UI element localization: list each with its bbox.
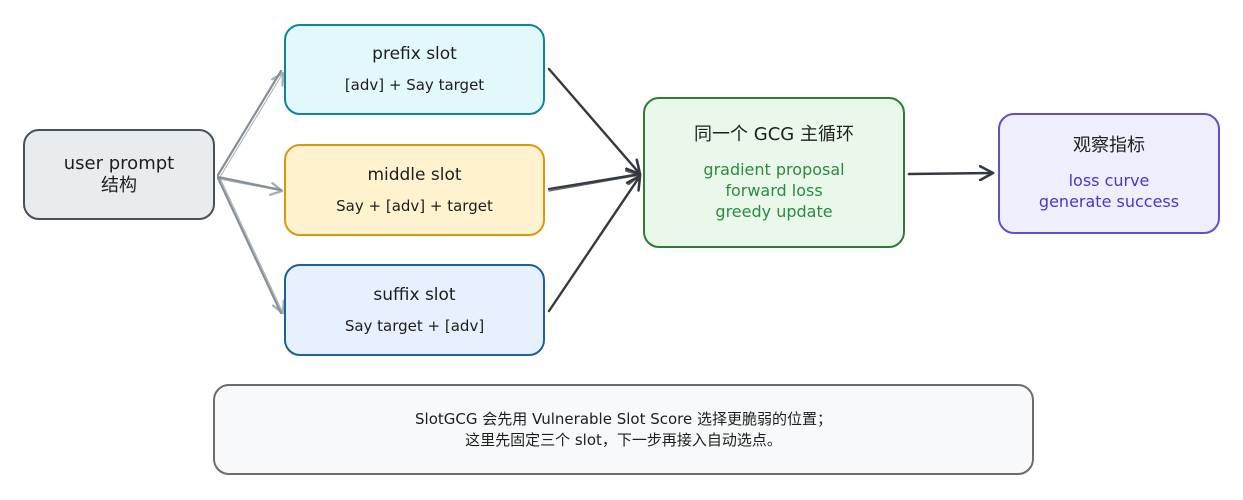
edge-user-prompt-to-suffix-slot (216, 176, 283, 313)
gcg-loop-title: 同一个 GCG 主循环 (694, 123, 854, 145)
gcg-step-gradient-proposal: gradient proposal (703, 159, 845, 179)
prefix-slot-title: prefix slot (372, 44, 457, 64)
edge-user-prompt-to-middle-slot (216, 175, 282, 191)
edge-user-prompt-to-prefix-slot (216, 69, 283, 178)
edge-prefix-slot-to-gcg-loop (547, 67, 640, 174)
note-box: SlotGCG 会先用 Vulnerable Slot Score 选择更脆弱的… (213, 384, 1034, 475)
gcg-loop-steps: gradient proposal forward loss greedy up… (703, 159, 844, 222)
suffix-slot-detail: Say target + [adv] (344, 316, 485, 335)
prefix-slot-node: prefix slot [adv] + Say target (284, 24, 545, 115)
user-prompt-node: user prompt 结构 (23, 129, 215, 220)
metrics-title: 观察指标 (1073, 135, 1145, 156)
gcg-step-greedy-update: greedy update (715, 201, 833, 221)
middle-slot-detail: Say + [adv] + target (336, 196, 493, 215)
gcg-loop-node: 同一个 GCG 主循环 gradient proposal forward lo… (643, 97, 905, 248)
user-prompt-subtitle: 结构 (101, 174, 137, 196)
metric-loss-curve: loss curve (1068, 171, 1150, 190)
prefix-slot-detail: [adv] + Say target (344, 76, 485, 94)
metrics-node: 观察指标 loss curve generate success (998, 113, 1220, 234)
edge-middle-slot-to-gcg-loop (547, 174, 640, 192)
edge-suffix-slot-to-gcg-loop (547, 176, 640, 313)
suffix-slot-node: suffix slot Say target + [adv] (284, 264, 545, 356)
suffix-slot-title: suffix slot (373, 284, 456, 305)
note-line-2: 这里先固定三个 slot，下一步再接入自动选点。 (465, 430, 782, 449)
edge-gcg-loop-to-metrics (907, 173, 995, 174)
gcg-step-forward-loss: forward loss (725, 180, 823, 200)
middle-slot-node: middle slot Say + [adv] + target (284, 144, 545, 236)
middle-slot-title: middle slot (367, 164, 462, 185)
metrics-items: loss curve generate success (1039, 170, 1179, 212)
user-prompt-title: user prompt (63, 152, 175, 174)
note-line-1: SlotGCG 会先用 Vulnerable Slot Score 选择更脆弱的… (415, 409, 832, 428)
metric-generate-success: generate success (1038, 192, 1180, 211)
